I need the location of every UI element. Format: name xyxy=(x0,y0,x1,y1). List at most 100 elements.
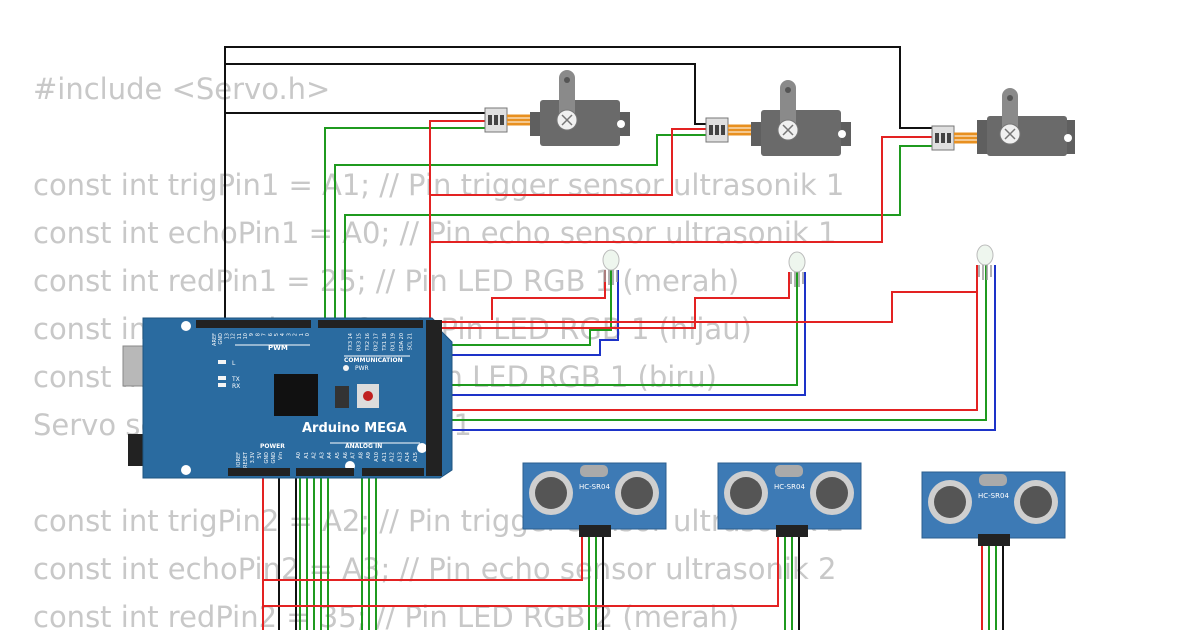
pin-label: A7 xyxy=(351,452,357,459)
comm-pin-label: TX2 16 xyxy=(365,333,371,352)
rgb-led-2[interactable] xyxy=(788,251,806,287)
comm-pin-label: RX3 15 xyxy=(357,333,363,351)
comm-pin-label: SCL 21 xyxy=(408,333,414,350)
pin-label: A13 xyxy=(397,452,403,462)
wire-led1-green[interactable] xyxy=(440,270,612,346)
pin-label: A10 xyxy=(374,452,380,462)
led-tx-label: TX xyxy=(231,376,240,383)
pin-label: RESET xyxy=(243,451,249,468)
pin-label: 2 xyxy=(293,333,299,336)
wire-led1-red[interactable] xyxy=(491,270,606,320)
comm-pin-label: RX1 19 xyxy=(391,333,397,351)
sensor-label: HC-SR04 xyxy=(579,483,610,491)
pin-label: A1 xyxy=(304,452,310,459)
comm-pin-label: TX3 14 xyxy=(348,333,354,352)
led-l-label: L xyxy=(232,360,236,367)
wire-black-servo2[interactable] xyxy=(224,63,706,320)
pin-label: A2 xyxy=(312,452,318,459)
wire-green-servo1[interactable] xyxy=(324,127,485,320)
code-line-2: const int trigPin1 = A1; // Pin trigger … xyxy=(33,168,844,202)
wire-s2-vcc[interactable] xyxy=(263,530,779,607)
pwr-label: PWR xyxy=(355,365,369,372)
pin-label: 5V xyxy=(257,451,263,458)
pin-label: GND xyxy=(264,452,270,464)
pin-label: 6 xyxy=(268,333,274,336)
wire-led2-red[interactable] xyxy=(440,272,790,329)
code-line-10: const int redPin2 = 35; // Pin LED RGB 2… xyxy=(33,600,739,630)
ultrasonic-sensor-1[interactable]: HC-SR04 xyxy=(522,462,667,537)
header-analog-a xyxy=(296,468,354,476)
ultrasonic-sensor-2[interactable]: HC-SR04 xyxy=(717,462,862,537)
pin-label: 13 xyxy=(224,333,230,339)
pin-label: A5 xyxy=(335,452,341,459)
wire-red-servo1[interactable] xyxy=(429,120,485,320)
wire-led1-blue[interactable] xyxy=(440,270,619,356)
pin-label: 0 xyxy=(305,333,311,336)
wire-led2-blue[interactable] xyxy=(440,272,806,396)
pin-label: 7 xyxy=(262,333,268,336)
ultrasonic-sensor-3[interactable]: HC-SR04 xyxy=(921,471,1066,546)
pin-label: Vin xyxy=(278,452,284,460)
code-line-8: const int trigPin2 = A2; // Pin trigger … xyxy=(33,504,844,538)
pin-label: 11 xyxy=(237,333,243,339)
comm-pin-label: SDA 20 xyxy=(399,333,405,351)
wire-red-servo2[interactable] xyxy=(430,128,706,196)
pin-label: 5 xyxy=(274,333,280,336)
rgb-led-1[interactable] xyxy=(602,249,620,285)
pin-label: A6 xyxy=(343,452,349,459)
power-label: POWER xyxy=(260,443,285,450)
pin-label: AREF xyxy=(212,333,218,346)
wire-red-servo3[interactable] xyxy=(430,136,938,243)
wire-led3-green[interactable] xyxy=(440,265,987,421)
servo-1[interactable] xyxy=(484,70,630,146)
sensor-label: HC-SR04 xyxy=(978,492,1009,500)
communication-label: COMMUNICATION xyxy=(344,357,403,364)
pin-label: 1 xyxy=(299,333,305,336)
analog-in-label: ANALOG IN xyxy=(345,443,382,450)
led-dome-icon xyxy=(788,251,806,273)
pin-label: 10 xyxy=(243,333,249,339)
wire-green-servo3[interactable] xyxy=(344,145,938,320)
pin-label: 8 xyxy=(255,333,261,336)
pin-label: A12 xyxy=(390,452,396,462)
rgb-led-3[interactable] xyxy=(976,244,994,280)
mcu-chip xyxy=(274,374,318,416)
pin-label: A4 xyxy=(327,452,333,459)
comm-pin-label: RX2 17 xyxy=(374,333,380,351)
pin-label: A0 xyxy=(296,452,302,459)
wire-led3-blue[interactable] xyxy=(440,265,996,431)
pin-label: 12 xyxy=(231,333,237,339)
pwm-label: PWM xyxy=(268,344,288,352)
pin-label: 4 xyxy=(280,333,286,336)
wire-s1-vcc[interactable] xyxy=(263,530,583,581)
code-line-1: #include <Servo.h> xyxy=(33,72,330,106)
pin-label: 9 xyxy=(249,333,255,336)
servo-2[interactable] xyxy=(705,80,851,156)
comm-pin-label: TX1 18 xyxy=(382,333,388,352)
led-dome-icon xyxy=(602,249,620,271)
servo-body xyxy=(540,100,620,146)
code-line-4: const int redPin1 = 25; // Pin LED RGB 1… xyxy=(33,264,739,298)
arduino-mega-board[interactable]: PWM COMMUNICATION PWR L TX RX Arduino ME… xyxy=(122,317,453,479)
wire-led3-red-b[interactable] xyxy=(440,265,978,411)
header-power xyxy=(228,468,290,476)
pin-label: A9 xyxy=(366,452,372,459)
header-analog-b xyxy=(362,468,424,476)
sensor-label: HC-SR04 xyxy=(774,483,805,491)
servo-3[interactable] xyxy=(931,88,1075,156)
pin-label: A15 xyxy=(413,452,419,462)
led-dome-icon xyxy=(976,244,994,266)
header-digital-top xyxy=(196,320,311,328)
wire-green-servo2[interactable] xyxy=(334,134,706,320)
board-name: Arduino MEGA xyxy=(302,421,407,436)
pin-label: A8 xyxy=(358,452,364,459)
wire-led2-green[interactable] xyxy=(440,272,798,386)
pin-label: GND xyxy=(271,452,277,464)
pin-label: A3 xyxy=(319,452,325,459)
header-right xyxy=(426,320,442,476)
wires xyxy=(224,46,1004,630)
